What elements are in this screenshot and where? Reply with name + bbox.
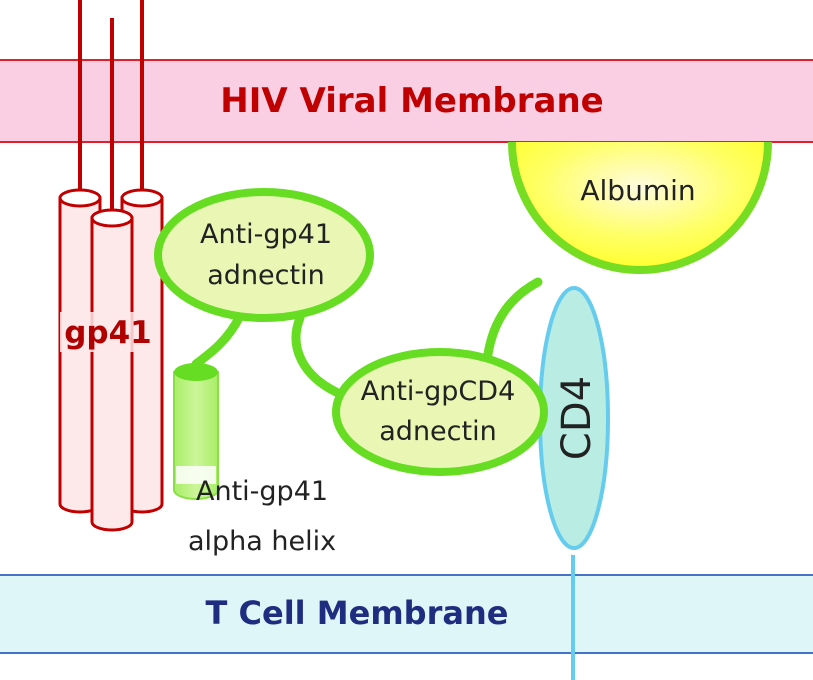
albumin-body [508, 141, 772, 274]
linker-adnectin-to-albumin [483, 277, 543, 359]
t-cell-membrane-band [0, 575, 813, 653]
t-cell-membrane-label: T Cell Membrane [206, 594, 509, 632]
linkers [191, 277, 543, 397]
gp41-trimer [58, 188, 164, 532]
alpha-helix-label-line2: alpha helix [188, 526, 336, 557]
anti-gp41-adnectin-label-line1: Anti-gp41 [200, 219, 332, 250]
linker-adnectin-to-adnectin [291, 313, 341, 397]
alpha-helix-label-backdrop [176, 466, 216, 484]
viral-membrane-label: HIV Viral Membrane [220, 81, 603, 121]
gp41-cylinder-middle [90, 208, 134, 532]
anti-gp41-adnectin: Anti-gp41 adnectin [154, 188, 374, 322]
gp41-label: gp41 [64, 315, 152, 351]
hiv-viral-membrane: HIV Viral Membrane [0, 59, 813, 143]
albumin: Albumin [508, 141, 772, 274]
albumin-label: Albumin [580, 174, 695, 207]
anti-gpcd4-adnectin: Anti-gpCD4 adnectin [332, 348, 548, 476]
anti-gpcd4-adnectin-label-line1: Anti-gpCD4 [361, 376, 516, 407]
linker-adnectin-to-helix [191, 311, 245, 369]
gp41-label-backdrop [60, 312, 160, 352]
cd4-label: CD4 [554, 376, 600, 460]
anti-gp41-alpha-helix [173, 363, 219, 500]
viral-membrane-band [0, 60, 813, 142]
anti-gp41-adnectin-label-line2: adnectin [207, 260, 324, 291]
anti-gpcd4-adnectin-label-line2: adnectin [379, 416, 496, 447]
alpha-helix-label-line1: Anti-gp41 [196, 476, 328, 507]
gp41-stalks [78, 0, 144, 212]
t-cell-membrane: T Cell Membrane [0, 574, 813, 654]
